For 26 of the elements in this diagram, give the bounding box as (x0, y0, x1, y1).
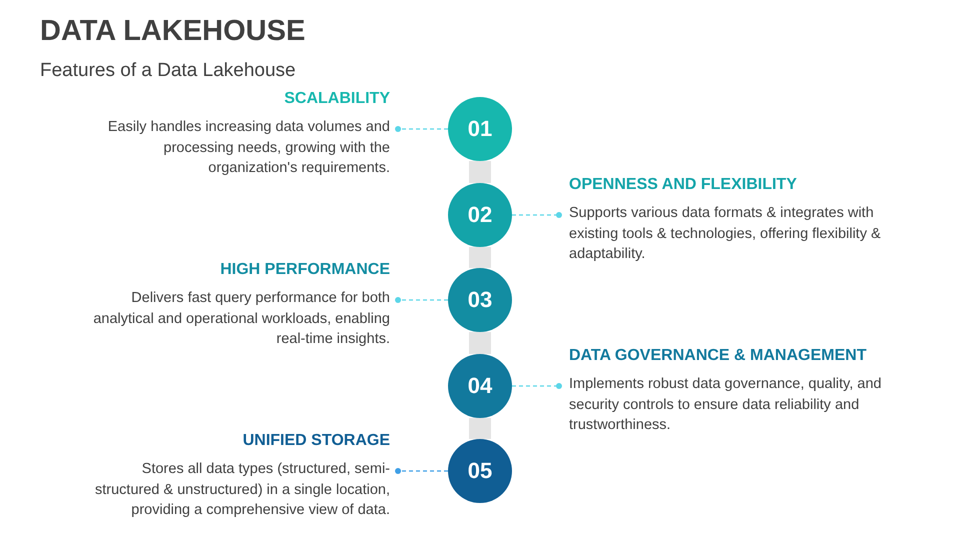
connector-line (395, 297, 448, 303)
step-circle: 05 (448, 439, 512, 503)
timeline-bar (469, 418, 491, 439)
subtitle: Features of a Data Lakehouse (40, 60, 296, 82)
step-circle: 04 (448, 354, 512, 418)
title: DATA LAKEHOUSE (40, 15, 306, 48)
feature-description: Delivers fast query performance for both analytical and operational workloads, enabling real-time insights. (92, 289, 390, 349)
timeline-bar (469, 332, 491, 354)
connector-line (395, 126, 448, 132)
connector-line (512, 212, 562, 218)
feature-description: Implements robust data governance, quality, and security controls to ensure data reliability and trustworthiness. (569, 375, 882, 435)
feature-heading: SCALABILITY (283, 89, 390, 109)
feature-heading: UNIFIED STORAGE (242, 431, 390, 451)
timeline-bar (469, 161, 491, 183)
step-circle: 03 (448, 268, 512, 332)
connector-line (512, 383, 562, 389)
step-circle: 02 (448, 183, 512, 247)
connector-line (395, 468, 448, 474)
feature-description: Easily handles increasing data volumes and processing needs, growing with the organization's requirements. (106, 118, 390, 178)
feature-heading: HIGH PERFORMANCE (219, 260, 390, 280)
feature-description: Stores all data types (structured, semi-structured & unstructured) in a single location, providing a comprehensive view of data. (94, 460, 390, 520)
timeline-bar (469, 247, 491, 268)
feature-heading: DATA GOVERNANCE & MANAGEMENT (569, 346, 868, 366)
step-circle: 01 (448, 97, 512, 161)
feature-heading: OPENNESS AND FLEXIBILITY (569, 175, 798, 195)
feature-description: Supports various data formats & integrates with existing tools & technologies, offering flexibility & adaptability. (569, 204, 882, 264)
